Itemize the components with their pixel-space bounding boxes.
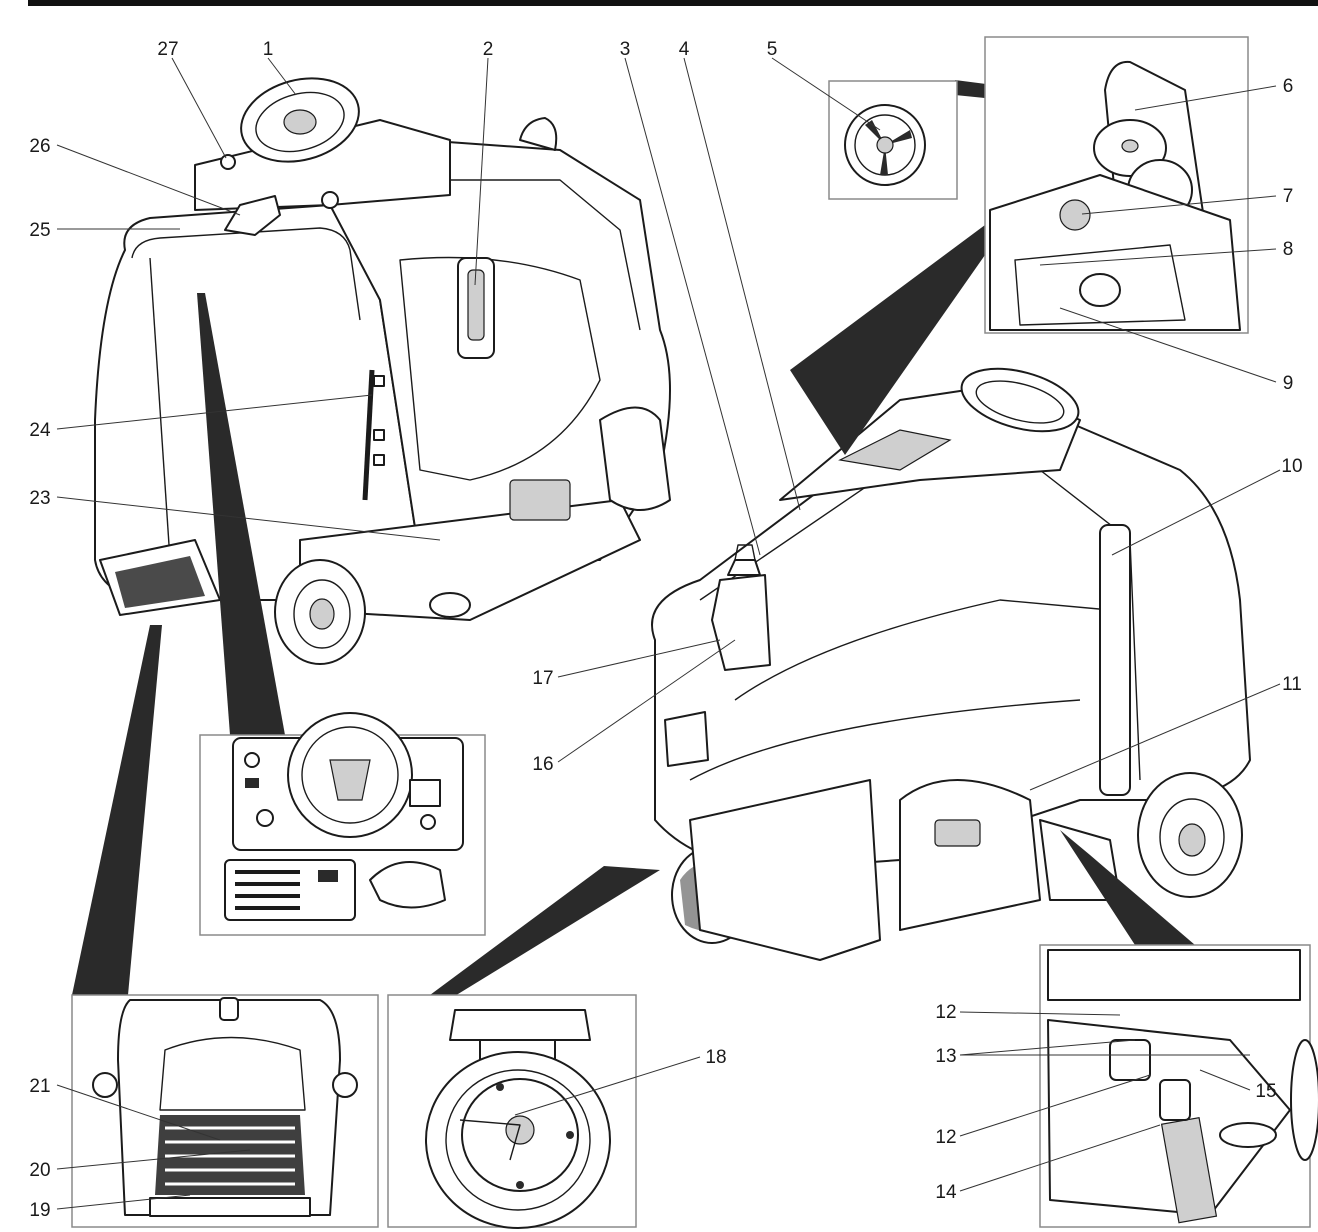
inset-tank-lid <box>984 36 1249 334</box>
callout-1: 1 <box>263 39 274 60</box>
callout-5: 5 <box>767 39 778 60</box>
callout-21: 21 <box>29 1076 50 1097</box>
callout-labels: 1 2 3 4 5 6 7 8 9 10 11 12 12 13 14 15 1… <box>29 39 1302 1221</box>
callout-15: 15 <box>1255 1081 1276 1102</box>
callout-13: 13 <box>935 1046 956 1067</box>
callout-25: 25 <box>29 220 50 241</box>
callout-3: 3 <box>620 39 631 60</box>
callout-19: 19 <box>29 1200 50 1221</box>
callout-2: 2 <box>483 39 494 60</box>
top-rule <box>28 0 1318 6</box>
callout-23: 23 <box>29 488 50 509</box>
callout-14: 14 <box>935 1182 957 1203</box>
callout-17: 17 <box>532 668 553 689</box>
detail-wedges <box>72 80 1195 1002</box>
callout-16: 16 <box>532 754 553 775</box>
callout-10: 10 <box>1281 456 1302 477</box>
callout-7: 7 <box>1283 186 1294 207</box>
callout-8: 8 <box>1283 239 1294 260</box>
callout-20: 20 <box>29 1160 50 1181</box>
leader-lines <box>56 57 1281 1210</box>
inset-filter-cap <box>828 80 958 200</box>
inset-drive-wheel <box>387 994 637 1229</box>
machine-front-view <box>651 367 1251 961</box>
callout-12-upper: 12 <box>935 1002 956 1023</box>
inset-control-panel <box>199 712 486 936</box>
inset-footboard <box>71 994 379 1228</box>
callout-24: 24 <box>29 420 51 441</box>
callout-6: 6 <box>1283 76 1294 97</box>
callout-26: 26 <box>29 136 50 157</box>
callout-9: 9 <box>1283 373 1294 394</box>
callout-4: 4 <box>679 39 690 60</box>
callout-27: 27 <box>157 39 178 60</box>
machine-rear-view <box>94 77 671 665</box>
callout-18: 18 <box>705 1047 726 1068</box>
callout-12-lower: 12 <box>935 1127 956 1148</box>
inset-squeegee <box>1039 944 1318 1228</box>
callout-11: 11 <box>1282 674 1302 695</box>
